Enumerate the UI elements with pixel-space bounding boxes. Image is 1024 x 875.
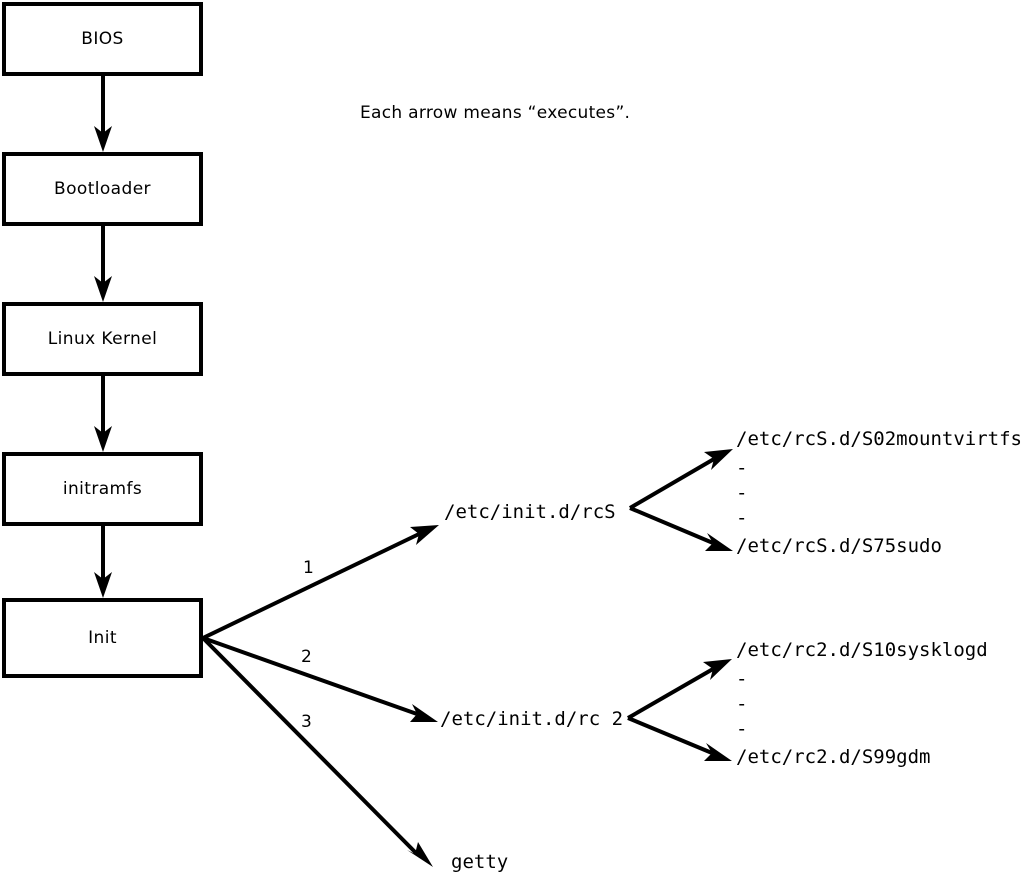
rc2-ellipsis-dash-1: - — [736, 668, 748, 690]
node-init-label: Init — [88, 627, 117, 648]
label-getty[interactable]: getty — [451, 851, 509, 873]
arrow-bios-to-bootloader — [94, 76, 112, 152]
node-initramfs-label: initramfs — [62, 478, 143, 499]
arrow-rcs-to-s02mountvirtfs — [628, 449, 733, 510]
label-rcs-d-s75sudo[interactable]: /etc/rcS.d/S75sudo — [736, 535, 942, 557]
arrow-rc2-to-s10sysklogd — [627, 659, 732, 720]
node-bios-label: BIOS — [81, 28, 124, 49]
label-etc-init-d-rc2[interactable]: /etc/init.d/rc 2 — [440, 708, 624, 730]
node-bios[interactable]: BIOS — [2, 2, 203, 76]
node-initramfs[interactable]: initramfs — [2, 452, 203, 526]
arrow-rc2-to-s99gdm — [627, 716, 732, 761]
label-rc2-d-s99gdm[interactable]: /etc/rc2.d/S99gdm — [736, 746, 931, 768]
rc2-ellipsis-dash-2: - — [736, 693, 748, 715]
arrow-rcs-to-s75sudo — [629, 506, 733, 551]
arrow-init-to-getty — [201, 636, 433, 867]
node-bootloader[interactable]: Bootloader — [2, 152, 203, 226]
label-etc-init-d-rcs[interactable]: /etc/init.d/rcS — [444, 501, 616, 523]
node-init[interactable]: Init — [2, 598, 203, 678]
arrow-init-to-rc2 — [202, 636, 438, 722]
node-linux-kernel[interactable]: Linux Kernel — [2, 302, 203, 376]
rcs-ellipsis-dash-1: - — [736, 457, 748, 479]
label-rcs-d-s02mountvirtfs[interactable]: /etc/rcS.d/S02mountvirtfs — [736, 428, 1022, 450]
rc2-ellipsis-dash-3: - — [736, 718, 748, 740]
arrow-kernel-to-initramfs — [94, 376, 112, 452]
rcs-ellipsis-dash-2: - — [736, 482, 748, 504]
arrow-init-to-rcs — [202, 525, 439, 640]
edge-number-3: 3 — [301, 712, 312, 732]
node-linux-kernel-label: Linux Kernel — [47, 328, 158, 349]
caption-text: Each arrow means “executes”. — [360, 103, 631, 123]
edge-number-1: 1 — [303, 558, 314, 578]
edge-number-2: 2 — [301, 647, 312, 667]
arrow-bootloader-to-kernel — [94, 226, 112, 302]
arrow-initramfs-to-init — [94, 526, 112, 598]
node-bootloader-label: Bootloader — [54, 178, 151, 199]
label-rc2-d-s10sysklogd[interactable]: /etc/rc2.d/S10sysklogd — [736, 639, 988, 661]
rcs-ellipsis-dash-3: - — [736, 507, 748, 529]
